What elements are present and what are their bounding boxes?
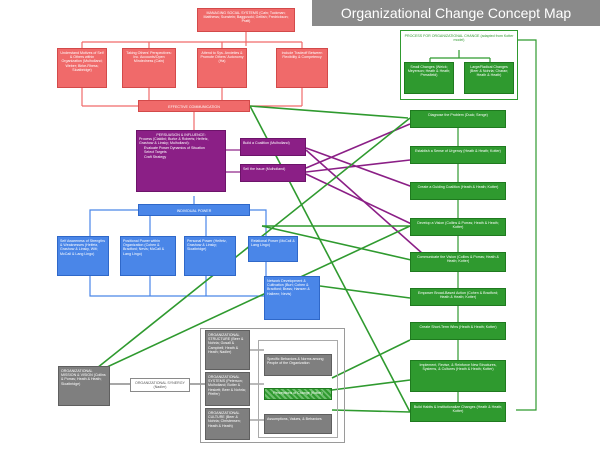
persuasion-influence-box: PERSUASION & INFLUENCE: Process (Cialdin… [136, 130, 226, 192]
self-awareness-label: Self Awareness of Strengths & Weaknesses… [60, 238, 106, 256]
step-build-habits-label: Build Habits & Institutionalize Changes … [413, 404, 503, 413]
gray-org-frame [200, 328, 345, 443]
persuasion-bullet: Evaluate Power Dynamics of Situation [144, 146, 223, 150]
individual-power-label: INDIVIDUAL POWER [176, 208, 212, 213]
green-connector [91, 225, 411, 375]
relational-power-label: Relational Power (McCall & Lang Lingo) [251, 238, 295, 247]
step-develop-vision-label: Develop a Vision (Collins & Porras; Heat… [417, 220, 499, 229]
step-develop-vision-box: Develop a Vision (Collins & Porras; Heat… [410, 218, 506, 236]
step-diagnose-label: Diagnose the Problem (Duck; Senge) [428, 112, 488, 117]
org-culture-label: ORGANIZATIONAL CULTURE (Beer & Nohria; C… [208, 410, 241, 428]
blue-connector [89, 276, 264, 297]
green-connector [516, 39, 537, 411]
small-changes-label: Small Changes (Weick; Meyerson; Heath & … [407, 64, 451, 78]
build-coalition-box: Build a Coalition (Mulholland) [240, 138, 306, 156]
gray-inner-frame [258, 340, 338, 438]
org-systems-label: ORGANIZATIONAL SYSTEMS (Peterson; Mulhol… [208, 374, 246, 397]
org-structure-label: ORGANIZATIONAL STRUCTURE (Beer & Nohria;… [208, 332, 244, 355]
green-connector [331, 409, 411, 413]
persuasion-bullets: Evaluate Power Dynamics of Situation Sel… [139, 146, 223, 159]
understand-motives-box: Understand Motives of Self & Others with… [57, 48, 107, 88]
synergy-label: ORGANIZATIONAL SYNERGY (Nadler) [135, 380, 185, 389]
relational-power-box: Relational Power (McCall & Lang Lingo) [248, 236, 298, 262]
include-tradeoff-label: Include Tradeoff Between Flexibility & C… [281, 50, 323, 59]
green-connector [319, 285, 411, 299]
personal-power-label: Personal Power (Heifetz, Grashow & Linsk… [187, 238, 227, 252]
green-process-frame [400, 30, 518, 100]
assumptions-label: Assumptions, Values, & Behaviors [267, 416, 322, 421]
green-connector [261, 225, 421, 263]
step-build-habits-box: Build Habits & Institutionalize Changes … [410, 402, 506, 422]
managing-social-systems-label: MANAGING SOCIAL SYSTEMS (Cain; Tuckman; … [203, 10, 289, 24]
taking-perspectives-label: Taking Others' Perspectives: Inc. Accoun… [126, 50, 172, 64]
specific-behaviors-box: Specific Behaviors & Norms among People … [264, 354, 332, 376]
network-development-label: Network Development & Cultivation (Burt;… [267, 278, 310, 296]
step-empower-action-label: Empower Broad-Based Action (Cohen & Brad… [418, 290, 498, 299]
effective-communication-label: EFFECTIVE COMMUNICATION [168, 104, 220, 109]
process-org-change-label: PROCESS FOR ORGANIZATIONAL CHANGE (adapt… [404, 33, 514, 42]
attend-anxieties-label: Attend to Sys. Anxieties & Promote Other… [200, 50, 244, 64]
effective-communication-box: EFFECTIVE COMMUNICATION [138, 100, 250, 112]
perceptions-change-box: Perceptions of Change (Kotter) [264, 388, 332, 400]
step-communicate-vision-label: Communicate the Vision (Collins & Porras… [417, 254, 499, 263]
blue-connector [89, 209, 138, 236]
include-tradeoff-box: Include Tradeoff Between Flexibility & C… [276, 48, 328, 88]
small-changes-box: Small Changes (Weick; Meyerson; Heath & … [404, 62, 454, 94]
blue-connector [250, 209, 267, 236]
sell-issue-box: Sell the Issue (Mulholland) [240, 164, 306, 182]
step-guiding-coalition-label: Create a Guiding Coalition (Heath & Heat… [417, 184, 499, 189]
mission-vision-box: ORGANIZATIONAL MISSION & VISION (Collins… [58, 366, 110, 406]
persuasion-title: PERSUASION & INFLUENCE: [156, 132, 206, 137]
build-coalition-label: Build a Coalition (Mulholland) [243, 140, 290, 145]
purple-connector [305, 149, 433, 263]
persuasion-bullet: Select Targets [144, 150, 223, 154]
step-urgency-label: Establish a Sense of Urgency (Heath & He… [415, 148, 501, 153]
perceptions-change-label: Perceptions of Change (Kotter) [273, 390, 323, 395]
green-connector [331, 339, 411, 379]
green-connector [249, 105, 409, 119]
mission-vision-label: ORGANIZATIONAL MISSION & VISION (Collins… [61, 368, 106, 386]
network-development-box: Network Development & Cultivation (Burt;… [264, 276, 320, 320]
title-bar: Organizational Change Concept Map [312, 0, 600, 26]
process-org-change-box: PROCESS FOR ORGANIZATIONAL CHANGE (adapt… [402, 32, 516, 50]
personal-power-box: Personal Power (Heifetz, Grashow & Linsk… [184, 236, 236, 276]
large-changes-label: Large/Radical Changes (Beer & Nohria; Ch… [469, 64, 509, 78]
page-title: Organizational Change Concept Map [340, 5, 572, 21]
step-guiding-coalition-box: Create a Guiding Coalition (Heath & Heat… [410, 182, 506, 200]
green-connector [331, 379, 411, 391]
purple-connector [305, 159, 411, 173]
understand-motives-label: Understand Motives of Self & Others with… [60, 50, 104, 73]
org-systems-box: ORGANIZATIONAL SYSTEMS (Peterson; Mulhol… [205, 372, 250, 406]
synergy-box: ORGANIZATIONAL SYNERGY (Nadler) [130, 378, 190, 392]
self-awareness-box: Self Awareness of Strengths & Weaknesses… [57, 236, 109, 276]
attend-anxieties-box: Attend to Sys. Anxieties & Promote Other… [197, 48, 247, 88]
individual-power-box: INDIVIDUAL POWER [138, 204, 250, 216]
purple-connector [305, 173, 421, 229]
step-short-term-wins-label: Create Short-Term Wins (Heath & Heath; K… [419, 324, 497, 329]
specific-behaviors-label: Specific Behaviors & Norms among People … [267, 356, 324, 365]
step-communicate-vision-box: Communicate the Vision (Collins & Porras… [410, 252, 506, 272]
managing-social-systems-box: MANAGING SOCIAL SYSTEMS (Cain; Tuckman; … [197, 8, 295, 32]
positional-power-box: Positional Power within Organization (Co… [120, 236, 176, 276]
step-urgency-box: Establish a Sense of Urgency (Heath & He… [410, 146, 506, 164]
org-structure-box: ORGANIZATIONAL STRUCTURE (Beer & Nohria;… [205, 330, 250, 370]
large-changes-box: Large/Radical Changes (Beer & Nohria; Ch… [464, 62, 514, 94]
positional-power-label: Positional Power within Organization (Co… [123, 238, 165, 256]
step-implement-box: Implement, Revise, & Reinforce New Struc… [410, 360, 506, 392]
step-implement-label: Implement, Revise, & Reinforce New Struc… [419, 362, 497, 371]
sell-issue-label: Sell the Issue (Mulholland) [243, 166, 286, 171]
step-empower-action-box: Empower Broad-Based Action (Cohen & Brad… [410, 288, 506, 306]
step-short-term-wins-box: Create Short-Term Wins (Heath & Heath; K… [410, 322, 506, 340]
step-diagnose-box: Diagnose the Problem (Duck; Senge) [410, 110, 506, 128]
taking-perspectives-box: Taking Others' Perspectives: Inc. Accoun… [122, 48, 176, 88]
org-culture-box: ORGANIZATIONAL CULTURE (Beer & Nohria; C… [205, 408, 250, 440]
persuasion-bullet: Craft Strategy [144, 155, 223, 159]
persuasion-process-text: Process (Cialdini; Burke & Roberts; Heif… [139, 136, 209, 146]
assumptions-box: Assumptions, Values, & Behaviors [264, 414, 332, 434]
green-connector [249, 105, 411, 413]
